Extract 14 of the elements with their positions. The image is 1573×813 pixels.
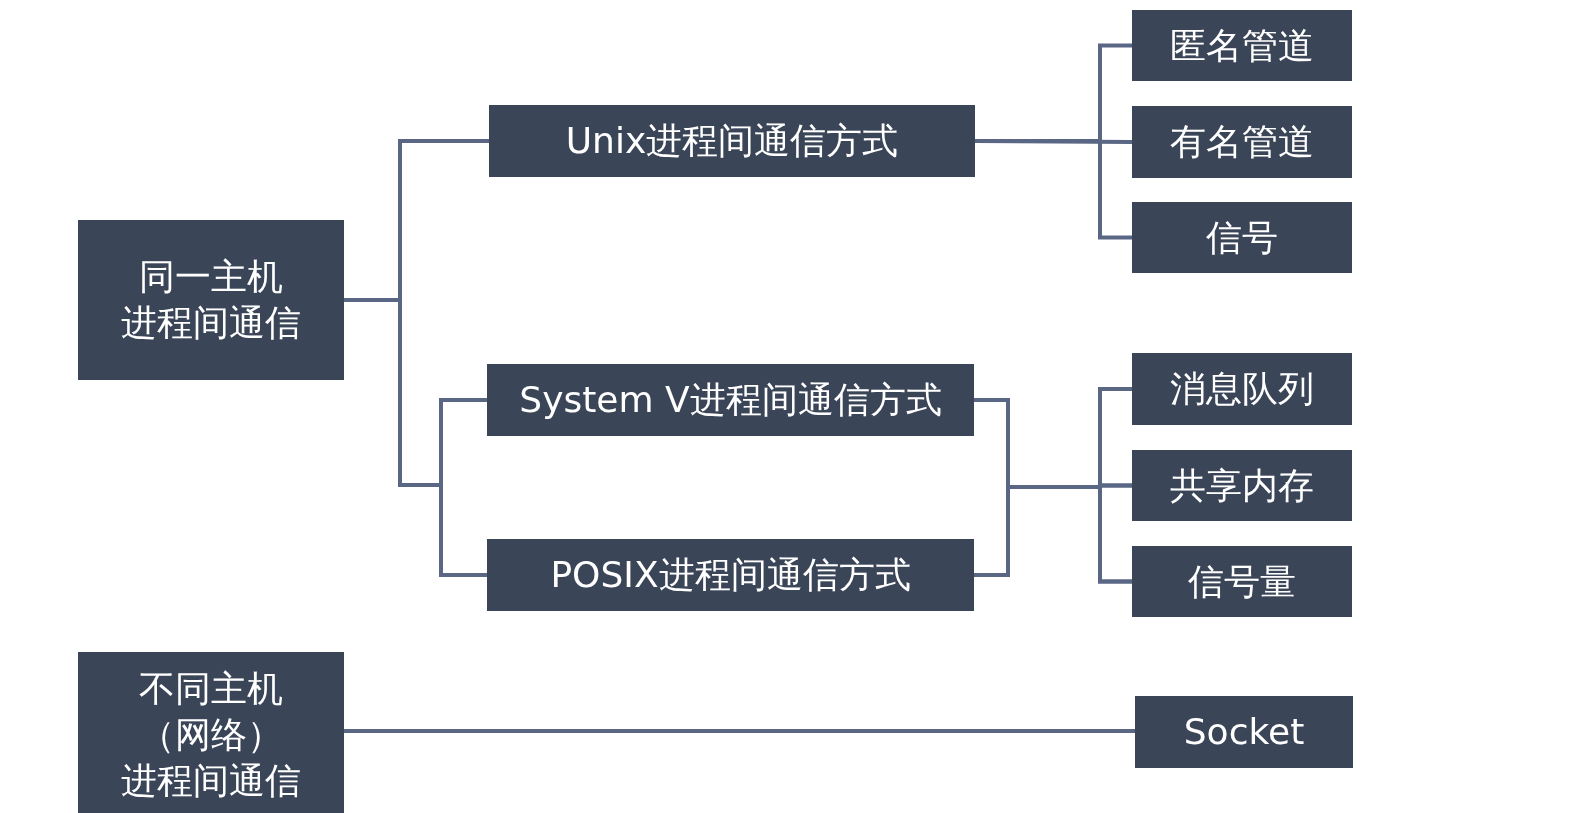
category-box: 同一主机进程间通信 [78, 220, 344, 380]
category-box: 匿名管道 [1132, 10, 1352, 81]
category-box: 共享内存 [1132, 450, 1352, 521]
category-box: 信号 [1132, 202, 1352, 273]
category-box: 不同主机（网络）进程间通信 [78, 652, 344, 813]
connector-line [344, 729, 1135, 733]
category-box: System V进程间通信方式 [487, 364, 974, 436]
category-box: Unix进程间通信方式 [489, 105, 975, 177]
category-box: 消息队列 [1132, 353, 1352, 425]
category-box: 信号量 [1132, 546, 1352, 617]
category-box: POSIX进程间通信方式 [487, 539, 974, 611]
category-box: Socket [1135, 696, 1353, 768]
connector-line [975, 139, 1132, 240]
category-box: 有名管道 [1132, 106, 1352, 178]
